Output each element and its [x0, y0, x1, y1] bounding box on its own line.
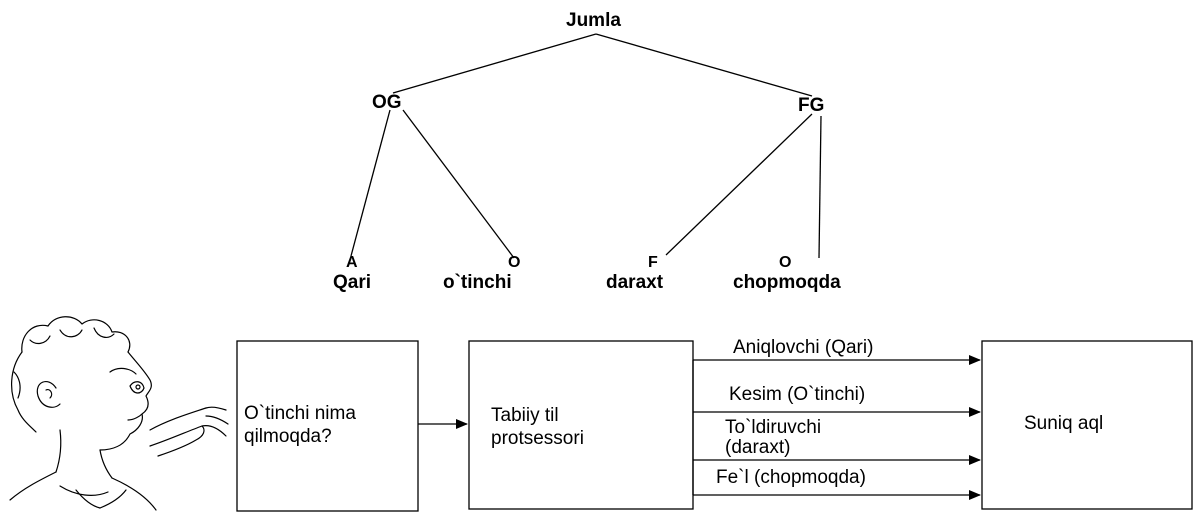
- edge-root-fg: [595, 33, 813, 97]
- tree-np: OG: [372, 92, 402, 113]
- edge-root-og: [392, 33, 597, 94]
- ai-text: Suniq aql: [1024, 413, 1104, 434]
- ai-box: [981, 340, 1193, 510]
- question-text: O`tinchi nima qilmoqda?: [244, 403, 356, 447]
- tree-root: Jumla: [566, 10, 621, 31]
- output-label-object: To`ldiruvchi (daraxt): [725, 417, 822, 458]
- person-sketch-icon: [9, 316, 229, 511]
- tree-leaf-word: daraxt: [606, 272, 664, 293]
- tree-leaf-tag: F: [648, 254, 658, 271]
- tree-leaf-word: o`tinchi: [443, 272, 512, 293]
- tree-vp: FG: [798, 95, 825, 116]
- edge-fg-o: [818, 115, 822, 259]
- edge-og-o: [402, 109, 515, 259]
- edge-og-a: [350, 109, 391, 257]
- edge-fg-f: [665, 113, 813, 256]
- output-label-determiner: Aniqlovchi (Qari): [733, 337, 874, 358]
- question-box: [236, 340, 419, 512]
- output-label-verb: Fe`l (chopmoqda): [716, 467, 866, 488]
- output-label-predicate: Kesim (O`tinchi): [729, 384, 866, 405]
- tree-leaf-tag: A: [346, 254, 358, 271]
- tree-leaf-word: chopmoqda: [733, 272, 841, 293]
- tree-leaf-tag: O: [508, 254, 521, 271]
- tree-leaf-word: Qari: [333, 272, 372, 293]
- processor-text: Tabiiy til protsessori: [491, 405, 584, 449]
- tree-leaf-tag: O: [779, 254, 792, 271]
